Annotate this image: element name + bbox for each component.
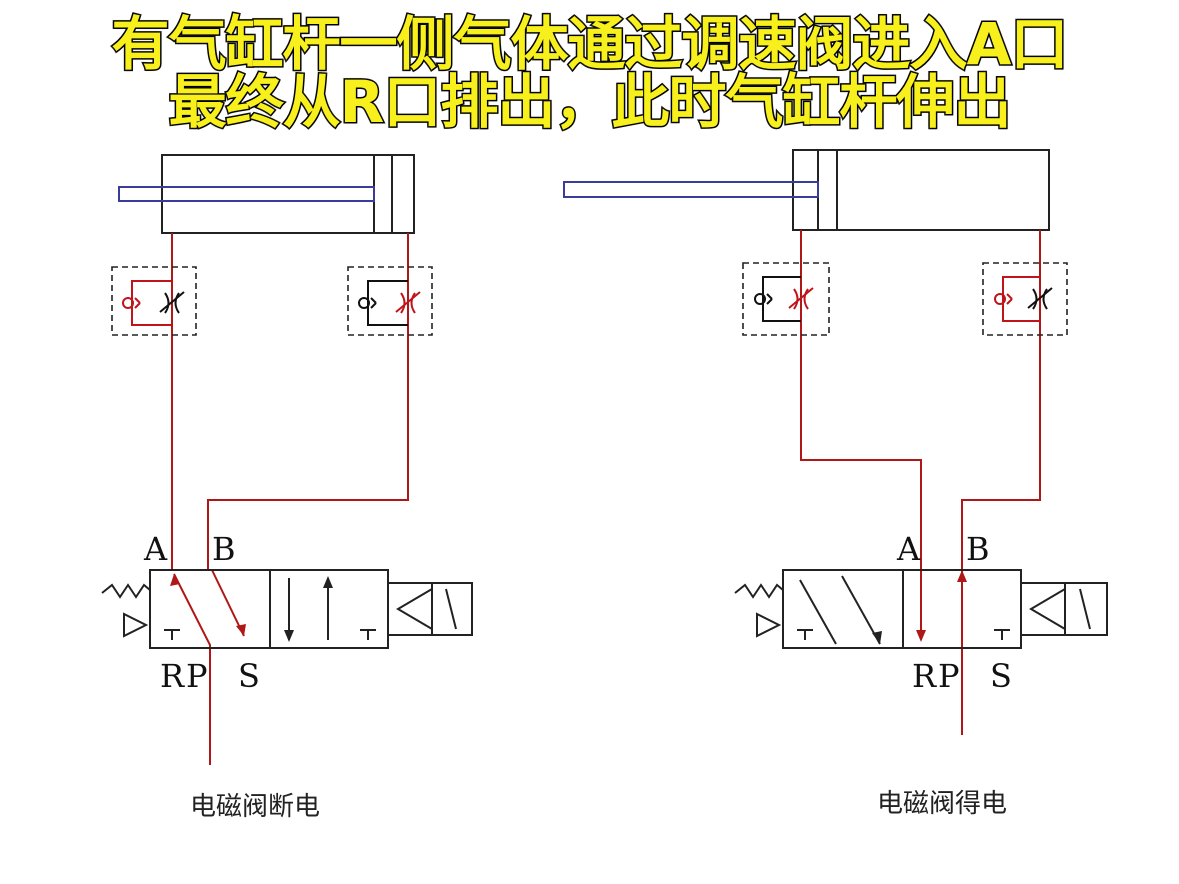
right-flow-lines (800, 230, 1041, 735)
left-solenoid-valve (101, 569, 473, 649)
right-port-r-label: R (912, 657, 937, 695)
left-flow-control-valve-a (111, 266, 197, 336)
right-solenoid-valve (734, 569, 1108, 649)
title-line-1: 有气缸杆一侧气体通过调速阀进入A口 (110, 10, 1070, 78)
left-port-s-label: S (238, 657, 260, 695)
right-caption: 电磁阀得电 (877, 789, 1007, 819)
right-port-b-label: B (966, 530, 990, 568)
right-solenoid-coil (1020, 582, 1108, 636)
right-flow-control-valve-a (742, 262, 830, 336)
left-solenoid-coil (387, 582, 473, 636)
left-caption: 电磁阀断电 (190, 792, 320, 822)
right-circuit: A B R P S 电磁阀得电 (563, 149, 1108, 819)
left-flow-control-valve-b (347, 266, 433, 336)
left-flow-lines (170, 233, 409, 765)
left-piston-rod (118, 186, 375, 202)
right-port-a-label: A (896, 530, 921, 568)
left-circuit: A B R P S 电磁阀断电 (101, 154, 473, 822)
right-port-p-label: P (938, 657, 960, 695)
title-line-2: 最终从R口排出，此时气缸杆伸出 (167, 68, 1013, 136)
left-cylinder (118, 154, 415, 234)
right-piston-rod (563, 181, 819, 198)
right-flow-control-valve-b (982, 262, 1068, 336)
left-port-b-label: B (212, 530, 236, 568)
left-port-p-label: P (186, 657, 208, 695)
left-port-r-label: R (160, 657, 185, 695)
right-cylinder (563, 149, 1050, 231)
left-port-a-label: A (143, 530, 168, 568)
right-port-s-label: S (990, 657, 1012, 695)
